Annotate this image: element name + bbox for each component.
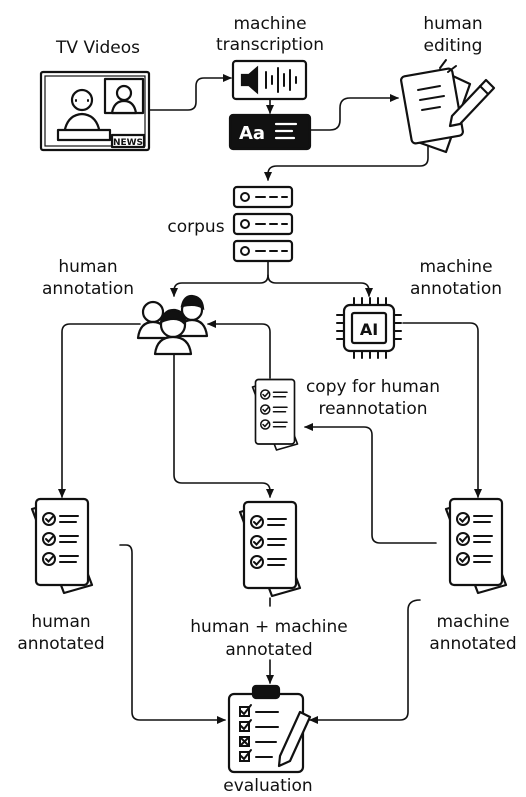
- arrow-machine-annotated-to-copy: [304, 423, 437, 544]
- tv-news-icon: NEWS: [39, 70, 151, 152]
- arrow-human-annotation-to-hm-annotated: [173, 351, 274, 498]
- clipboard-checklist-icon: [227, 684, 312, 774]
- label-human-annotation-2: annotation: [42, 279, 134, 299]
- audio-speaker-icon: [231, 59, 308, 101]
- arrow-tv-to-transcription: [149, 74, 232, 111]
- arrow-human-annotation-to-human-annotated: [58, 323, 141, 498]
- arrow-editing-to-corpus: [264, 141, 429, 181]
- label-copy-1: copy for human: [306, 377, 440, 397]
- checklist-document-icon: [30, 497, 94, 595]
- news-badge: NEWS: [113, 138, 143, 148]
- server-database-icon: [232, 185, 294, 263]
- document-edit-icon: [400, 59, 496, 154]
- people-group-icon: [136, 294, 209, 356]
- label-machine-annotation-2: annotation: [410, 279, 502, 299]
- label-hm-annotated-1: human + machine: [190, 617, 347, 637]
- checklist-document-icon: [238, 500, 302, 598]
- label-hm-annotated-2: annotated: [225, 640, 312, 660]
- label-machine-annotated-2: annotated: [429, 634, 516, 654]
- label-human-annotated-2: annotated: [17, 634, 104, 654]
- label-human-annotated-1: human: [31, 612, 90, 632]
- arrow-human-annotated-to-evaluation: [119, 544, 226, 724]
- connectors: [58, 74, 482, 724]
- arrow-text-to-editing: [309, 94, 399, 131]
- ai-chip-label: AI: [360, 320, 378, 339]
- arrow-corpus-to-human-annotation: [170, 261, 269, 297]
- arrow-machine-annotation-to-machine-annotated: [402, 322, 482, 498]
- label-machine-annotation-1: machine: [419, 257, 492, 277]
- label-machine-transcription-2: transcription: [216, 35, 324, 55]
- checklist-document-icon: [444, 497, 508, 595]
- ai-chip-icon: AI: [336, 297, 402, 359]
- label-human-editing-1: human: [423, 14, 482, 34]
- label-human-editing-2: editing: [424, 36, 483, 56]
- arrow-corpus-to-machine-annotation: [267, 274, 373, 297]
- label-evaluation: evaluation: [223, 776, 312, 796]
- label-copy-2: reannotation: [318, 399, 427, 419]
- arrow-copy-to-human-annotation: [207, 320, 271, 379]
- text-format-icon: Aa: [228, 113, 312, 151]
- text-format-label: Aa: [239, 123, 265, 144]
- label-tv-videos: TV Videos: [55, 38, 140, 58]
- arrow-machine-annotated-to-evaluation: [309, 599, 421, 724]
- checklist-document-icon: [251, 378, 299, 451]
- label-machine-transcription-1: machine: [233, 14, 306, 34]
- label-machine-annotated-1: machine: [436, 612, 509, 632]
- label-corpus: corpus: [167, 217, 224, 237]
- label-human-annotation-1: human: [58, 257, 117, 277]
